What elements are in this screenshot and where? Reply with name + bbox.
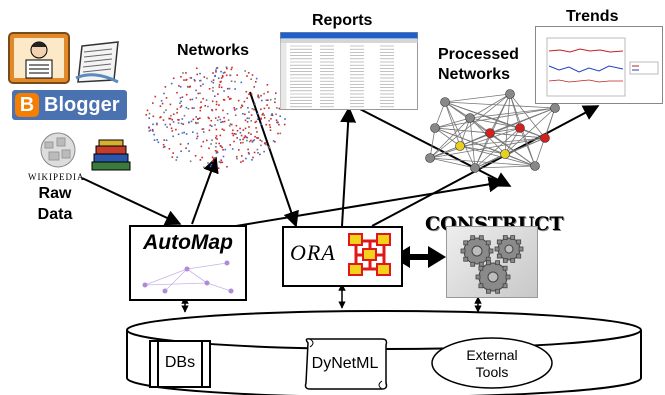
ora-box: ORA [282, 226, 403, 287]
automap-box: AutoMap [129, 225, 247, 301]
processed-network-image [425, 89, 560, 173]
networks-label: Networks [177, 42, 250, 59]
dbs-box: DBs [149, 340, 211, 388]
construct-gears-box [446, 226, 538, 298]
trends-label: Trends [566, 8, 619, 25]
arrow-ora-to-reports [340, 106, 357, 227]
trend-chart-image [535, 26, 663, 104]
arrowhead-right [428, 246, 446, 268]
wikipedia-globe-icon [40, 132, 76, 168]
arrow-ora-to-trends [371, 105, 600, 227]
arrow-automap-to-networks [191, 156, 219, 225]
report-spreadsheet-image [280, 32, 418, 110]
automap-mini-graph [142, 260, 234, 294]
external-tools-ellipse [431, 337, 553, 389]
arrow-rawdata-to-automap [81, 177, 182, 226]
newspaper-reader-icon [8, 32, 70, 84]
ora-title: ORA [290, 240, 336, 265]
dynetml-scroll-shape [304, 338, 388, 390]
network-scatter-image [145, 66, 286, 169]
newspaper-icon [75, 41, 119, 84]
books-icon [91, 139, 131, 171]
reports-label: Reports [312, 12, 373, 29]
automap-title: AutoMap [143, 231, 233, 254]
arrow-automap-to-processed [235, 176, 505, 227]
dbs-label: DBs [164, 354, 196, 371]
dynetml-label: DyNetML [311, 355, 379, 372]
ora-logo-icon [348, 233, 391, 276]
wikipedia-wordmark: Wikipedia [28, 172, 85, 182]
blogger-logo: B Blogger [12, 90, 127, 120]
